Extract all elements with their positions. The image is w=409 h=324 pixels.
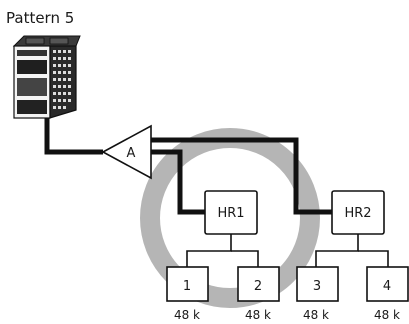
indoor-unit-3-label: 3 bbox=[313, 279, 321, 294]
hr-unit-2-label: HR2 bbox=[344, 206, 371, 221]
distributor-label: A bbox=[127, 146, 136, 161]
pipe-distributor-to-hr2 bbox=[148, 137, 332, 215]
pipe-distributor-to-hr1 bbox=[148, 149, 205, 215]
branch-hr1 bbox=[186, 234, 232, 267]
indoor-unit-4-label: 4 bbox=[383, 279, 391, 294]
hr-unit-1: HR1 bbox=[204, 190, 258, 235]
indoor-unit-4-capacity: 48 k bbox=[374, 308, 400, 322]
hr-unit-1-label: HR1 bbox=[217, 206, 244, 221]
diagram-title: Pattern 5 bbox=[6, 9, 74, 27]
outdoor-unit bbox=[12, 35, 81, 119]
indoor-unit-4: 4 48 k bbox=[366, 266, 409, 322]
indoor-unit-2-label: 2 bbox=[254, 279, 262, 294]
indoor-unit-1-capacity: 48 k bbox=[174, 308, 200, 322]
indoor-unit-3-capacity: 48 k bbox=[303, 308, 329, 322]
indoor-unit-3: 3 48 k bbox=[296, 266, 339, 322]
indoor-unit-2-capacity: 48 k bbox=[245, 308, 271, 322]
branch-hr2-right bbox=[358, 250, 389, 267]
indoor-unit-1-label: 1 bbox=[183, 279, 191, 294]
hr-unit-2: HR2 bbox=[331, 190, 385, 235]
branch-hr1-right bbox=[231, 250, 259, 267]
indoor-unit-2: 2 48 k bbox=[237, 266, 280, 322]
distributor-a: A bbox=[101, 124, 152, 180]
indoor-unit-1: 1 48 k bbox=[166, 266, 209, 322]
branch-hr2 bbox=[315, 234, 359, 267]
pipe-outdoor-to-distributor bbox=[44, 118, 103, 155]
